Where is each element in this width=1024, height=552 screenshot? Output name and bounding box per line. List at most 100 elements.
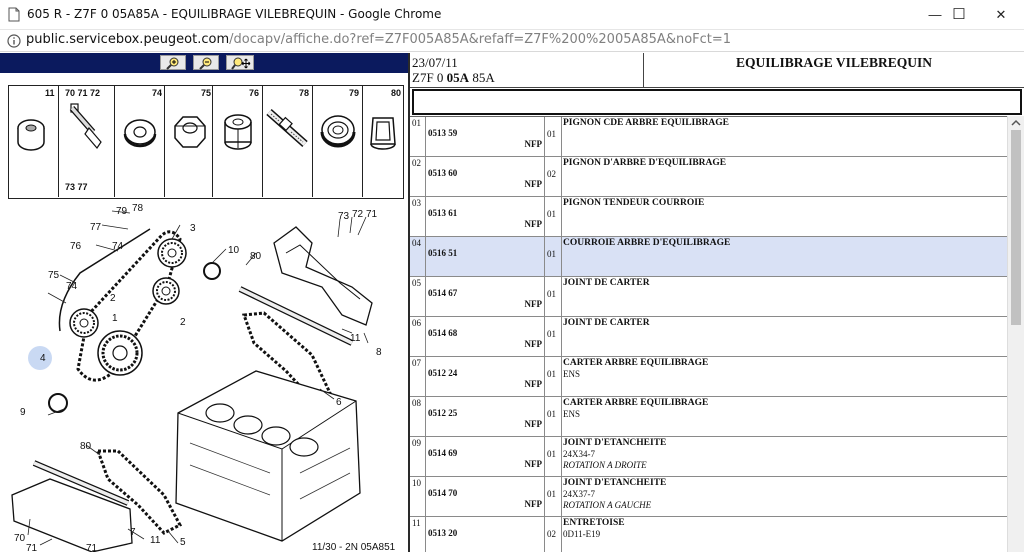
callout-73[interactable]: 73 bbox=[338, 211, 350, 222]
nut-icon bbox=[174, 116, 206, 148]
callout-3[interactable]: 3 bbox=[190, 223, 196, 234]
part-reference[interactable]: 0514 67 bbox=[428, 288, 458, 298]
callout-76[interactable]: 76 bbox=[70, 241, 82, 252]
housing-7[interactable] bbox=[11, 478, 133, 552]
callout-71[interactable]: 71 bbox=[26, 543, 38, 552]
legend-item-76[interactable]: 76 bbox=[213, 86, 263, 197]
callout-71[interactable]: 71 bbox=[86, 543, 98, 552]
part-description: PIGNON CDE ARBRE EQUILIBRAGE bbox=[563, 118, 730, 128]
url-text[interactable]: public.servicebox.peugeot.com/docapv/aff… bbox=[26, 32, 731, 47]
callout-11[interactable]: 11 bbox=[150, 535, 161, 546]
part-reference[interactable]: 0513 60 bbox=[428, 168, 458, 178]
scrollbar[interactable] bbox=[1007, 116, 1024, 552]
callout-71[interactable]: 71 bbox=[366, 209, 378, 220]
engine-block[interactable] bbox=[175, 370, 361, 542]
callout-5[interactable]: 5 bbox=[180, 537, 186, 548]
callout-8[interactable]: 8 bbox=[376, 347, 382, 358]
nfp-flag: NFP bbox=[524, 339, 543, 349]
filter-input[interactable] bbox=[412, 89, 1022, 115]
row-index: 09 bbox=[410, 437, 426, 477]
callout-2[interactable]: 2 bbox=[180, 317, 186, 328]
callout-70[interactable]: 70 bbox=[14, 533, 26, 544]
callout-78[interactable]: 78 bbox=[132, 203, 144, 214]
part-reference-cell[interactable]: 0514 69 NFP bbox=[426, 437, 545, 477]
callout-4[interactable]: 4 bbox=[40, 353, 46, 364]
gasket-5[interactable] bbox=[95, 449, 183, 535]
callout-79[interactable]: 79 bbox=[116, 206, 128, 217]
minimize-button[interactable]: — bbox=[928, 7, 942, 22]
zoom-out-button[interactable] bbox=[193, 55, 219, 70]
part-reference[interactable]: 0514 68 bbox=[428, 328, 458, 338]
housing-8[interactable] bbox=[273, 226, 373, 326]
callout-74[interactable]: 74 bbox=[66, 281, 78, 292]
document-header: 23/07/11 Z7F 0 05A 85A EQUILIBRAGE VILEB… bbox=[410, 53, 1024, 88]
scroll-up-icon[interactable] bbox=[1008, 116, 1024, 130]
seal-10[interactable] bbox=[203, 262, 221, 280]
callout-80[interactable]: 80 bbox=[250, 251, 262, 262]
callout-7[interactable]: 7 bbox=[130, 527, 136, 538]
scroll-thumb[interactable] bbox=[1011, 130, 1021, 325]
callout-74[interactable]: 74 bbox=[112, 241, 124, 252]
callout-1[interactable]: 1 bbox=[112, 313, 118, 324]
callout-72[interactable]: 72 bbox=[352, 209, 364, 220]
legend-number: 76 bbox=[249, 88, 260, 98]
callout-80[interactable]: 80 bbox=[80, 441, 92, 452]
part-reference-cell[interactable]: 0514 68 NFP bbox=[426, 317, 545, 357]
part-reference[interactable]: 0513 59 bbox=[428, 128, 458, 138]
legend-item-75[interactable]: 75 bbox=[165, 86, 213, 197]
close-button[interactable]: ✕ bbox=[995, 7, 1007, 22]
pulley-3[interactable] bbox=[157, 238, 187, 268]
part-reference[interactable]: 0513 61 bbox=[428, 208, 458, 218]
part-reference[interactable]: 0513 20 bbox=[428, 528, 458, 538]
callout-6[interactable]: 6 bbox=[336, 397, 342, 408]
pulley-1[interactable] bbox=[97, 330, 143, 376]
part-reference-cell[interactable]: 0513 20 bbox=[426, 517, 545, 552]
legend-item-80[interactable]: 80 bbox=[363, 86, 405, 197]
seal-9[interactable] bbox=[48, 393, 68, 413]
pan-zoom-button[interactable] bbox=[226, 55, 254, 70]
nfp-flag: NFP bbox=[524, 459, 543, 469]
legend-item-70-77[interactable]: 70 71 72 73 77 bbox=[59, 86, 115, 197]
legend-item-74[interactable]: 74 bbox=[115, 86, 165, 197]
part-reference[interactable]: 0516 51 bbox=[428, 248, 458, 258]
part-reference[interactable]: 0512 25 bbox=[428, 408, 458, 418]
callout-11[interactable]: 11 bbox=[350, 333, 361, 344]
part-reference[interactable]: 0514 70 bbox=[428, 488, 458, 498]
callout-9[interactable]: 9 bbox=[20, 407, 26, 418]
zoom-in-button[interactable] bbox=[160, 55, 186, 70]
info-icon[interactable] bbox=[7, 34, 21, 48]
callout-10[interactable]: 10 bbox=[228, 245, 240, 256]
part-reference-cell[interactable]: 0516 51 bbox=[426, 237, 545, 277]
pulley-2-right[interactable] bbox=[152, 277, 180, 305]
legend-item-11[interactable]: 11 bbox=[9, 86, 59, 197]
maximize-button[interactable]: ☐ bbox=[952, 6, 966, 23]
part-reference[interactable]: 0512 24 bbox=[428, 368, 458, 378]
legend-item-78[interactable]: 78 bbox=[263, 86, 313, 197]
callout-2[interactable]: 2 bbox=[110, 293, 116, 304]
callout-75[interactable]: 75 bbox=[48, 270, 60, 281]
legend-item-79[interactable]: 79 bbox=[313, 86, 363, 197]
callout-77[interactable]: 77 bbox=[90, 222, 102, 233]
address-bar[interactable]: public.servicebox.peugeot.com/docapv/aff… bbox=[0, 30, 1024, 52]
part-reference[interactable]: 0514 69 bbox=[428, 448, 458, 458]
pulley-2-left[interactable] bbox=[69, 308, 99, 338]
